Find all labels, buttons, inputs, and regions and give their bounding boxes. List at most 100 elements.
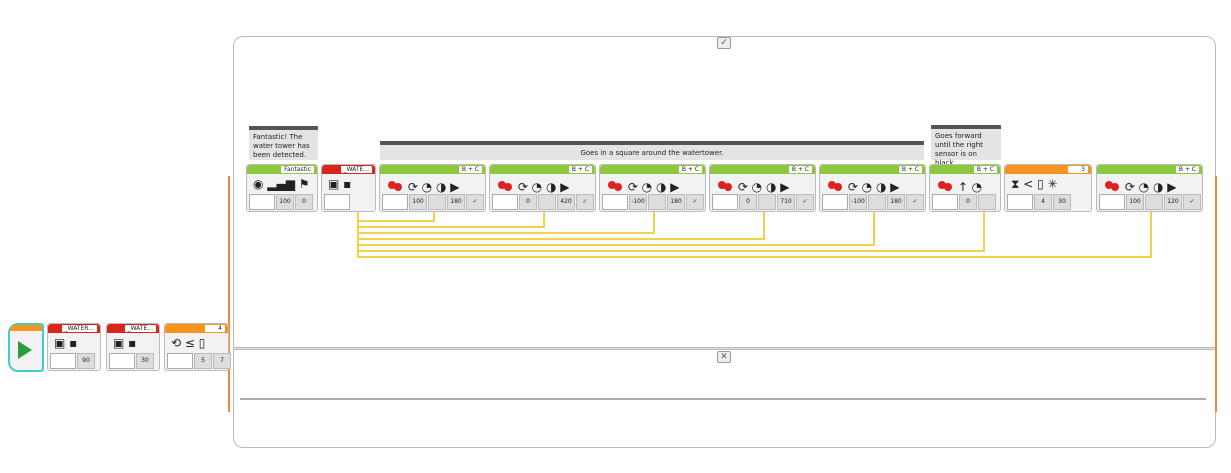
switch-true-tab[interactable]: ✓ — [717, 37, 731, 49]
mode-selector[interactable] — [1099, 194, 1125, 210]
parameter-value[interactable]: 5 — [194, 353, 212, 369]
block-icons: ⟳ ◔ ◑ ▶ — [380, 174, 485, 194]
parameter-value[interactable] — [538, 194, 556, 210]
data-wire — [543, 212, 545, 228]
main_blocks-block-var[interactable]: _WATER... ▣ ▪90 — [47, 323, 101, 371]
block-header: B + C — [490, 165, 595, 174]
mode-selector[interactable] — [712, 194, 738, 210]
parameter-value[interactable]: 710 — [777, 194, 795, 210]
parameter-value[interactable]: ✓ — [686, 194, 704, 210]
loop_blocks-block-steer[interactable]: B + C ⟳ ◔ ◑ ▶0 420✓ — [489, 164, 596, 212]
parameter-value[interactable]: 100 — [1126, 194, 1144, 210]
loop_blocks-block-steer-on[interactable]: B + C ↑ ◔0 — [929, 164, 1001, 212]
mode-selector[interactable] — [324, 194, 350, 210]
parameter-value[interactable]: 4 — [1034, 194, 1052, 210]
block-header-label[interactable]: B + C — [1175, 166, 1199, 173]
block-header-label[interactable]: _WATER... — [61, 325, 97, 332]
parameter-value[interactable]: ✓ — [576, 194, 594, 210]
motor-icon — [496, 175, 514, 191]
block-icons: ▣ ▪ — [322, 174, 375, 194]
parameter-value[interactable]: 30 — [1053, 194, 1071, 210]
parameter-value[interactable] — [978, 194, 996, 210]
loop_blocks-block-var[interactable]: _WATE... ▣ ▪ — [321, 164, 376, 212]
parameter-value[interactable]: -100 — [629, 194, 647, 210]
parameter-value[interactable]: 120 — [1164, 194, 1182, 210]
mode-selector[interactable] — [492, 194, 518, 210]
parameter-value[interactable]: ✓ — [906, 194, 924, 210]
parameter-value[interactable]: 30 — [136, 353, 154, 369]
mode-selector[interactable] — [109, 353, 135, 369]
block-header-label[interactable]: B + C — [458, 166, 482, 173]
motor-icon — [606, 175, 624, 191]
parameter-value[interactable]: ✓ — [796, 194, 814, 210]
parameter-value[interactable]: 0 — [295, 194, 313, 210]
block-header-label[interactable]: B + C — [973, 166, 997, 173]
block-header-label[interactable]: B + C — [788, 166, 812, 173]
parameter-value[interactable]: 100 — [276, 194, 294, 210]
data-wire — [357, 220, 433, 222]
parameter-value[interactable]: 180 — [667, 194, 685, 210]
parameter-value[interactable]: 180 — [447, 194, 465, 210]
parameter-value[interactable] — [428, 194, 446, 210]
block-header: _WATER... — [48, 324, 100, 333]
parameter-value[interactable]: 0 — [959, 194, 977, 210]
parameter-value[interactable]: ✓ — [466, 194, 484, 210]
block-parameters: 0 — [932, 194, 998, 210]
parameter-value[interactable]: 0 — [739, 194, 757, 210]
block-header-label[interactable]: _WATE... — [340, 166, 372, 173]
mode-selector[interactable] — [932, 194, 958, 210]
mode-selector[interactable] — [822, 194, 848, 210]
parameter-value[interactable] — [1145, 194, 1163, 210]
comment-detected[interactable]: Fantastic! The water tower has been dete… — [249, 126, 318, 160]
block-icons: ▣ ▪ — [107, 333, 159, 353]
parameter-value[interactable] — [868, 194, 886, 210]
block-header-label[interactable]: _WATE... — [124, 325, 156, 332]
parameter-value[interactable]: 90 — [77, 353, 95, 369]
block-header-label[interactable]: 4 — [205, 325, 225, 332]
block-header-label[interactable]: B + C — [568, 166, 592, 173]
parameter-value[interactable] — [758, 194, 776, 210]
parameter-value[interactable]: 100 — [409, 194, 427, 210]
mode-selector[interactable] — [602, 194, 628, 210]
parameter-value[interactable]: 7 — [213, 353, 231, 369]
steer-icon: ⟳ ◔ ◑ ▶ — [1103, 175, 1176, 194]
block-header-label[interactable]: B + C — [678, 166, 702, 173]
loop-right-edge[interactable] — [1215, 176, 1217, 412]
data-wire — [357, 232, 653, 234]
switch-case-divider[interactable] — [233, 347, 1216, 350]
mode-selector[interactable] — [382, 194, 408, 210]
block-parameters: 0 710✓ — [712, 194, 814, 210]
block-parameters: -100 180✓ — [602, 194, 704, 210]
data-wire — [357, 226, 543, 228]
parameter-value[interactable] — [648, 194, 666, 210]
parameter-value[interactable]: 420 — [557, 194, 575, 210]
comment-forward[interactable]: Goes forward until the right sensor is o… — [931, 125, 1001, 167]
parameter-value[interactable]: 180 — [887, 194, 905, 210]
switch-false-tab[interactable]: ✕ — [717, 351, 731, 363]
block-icons: ▣ ▪ — [48, 333, 100, 353]
start-block[interactable] — [8, 323, 44, 372]
block-header-label[interactable]: B + C — [898, 166, 922, 173]
loop_blocks-block-steer[interactable]: B + C ⟳ ◔ ◑ ▶100 120✓ — [1096, 164, 1203, 212]
main_blocks-block-var[interactable]: _WATE... ▣ ▪30 — [106, 323, 160, 371]
block-icons: ⟳ ◔ ◑ ▶ — [490, 174, 595, 194]
mode-selector[interactable] — [1007, 194, 1033, 210]
switch-frame — [233, 36, 1216, 448]
parameter-value[interactable]: -100 — [849, 194, 867, 210]
parameter-value[interactable]: ✓ — [1183, 194, 1201, 210]
mode-selector[interactable] — [50, 353, 76, 369]
comment-square[interactable]: Goes in a square around the watertower. — [380, 141, 924, 160]
steer-icon: ⟳ ◔ ◑ ▶ — [386, 175, 459, 194]
loop_blocks-block-steer[interactable]: B + C ⟳ ◔ ◑ ▶100 180✓ — [379, 164, 486, 212]
block-header-label[interactable]: 3 — [1068, 166, 1088, 173]
mode-selector[interactable] — [249, 194, 275, 210]
block-header-label[interactable]: Fantastic — [281, 166, 314, 173]
mode-selector[interactable] — [167, 353, 193, 369]
parameter-value[interactable]: 0 — [519, 194, 537, 210]
